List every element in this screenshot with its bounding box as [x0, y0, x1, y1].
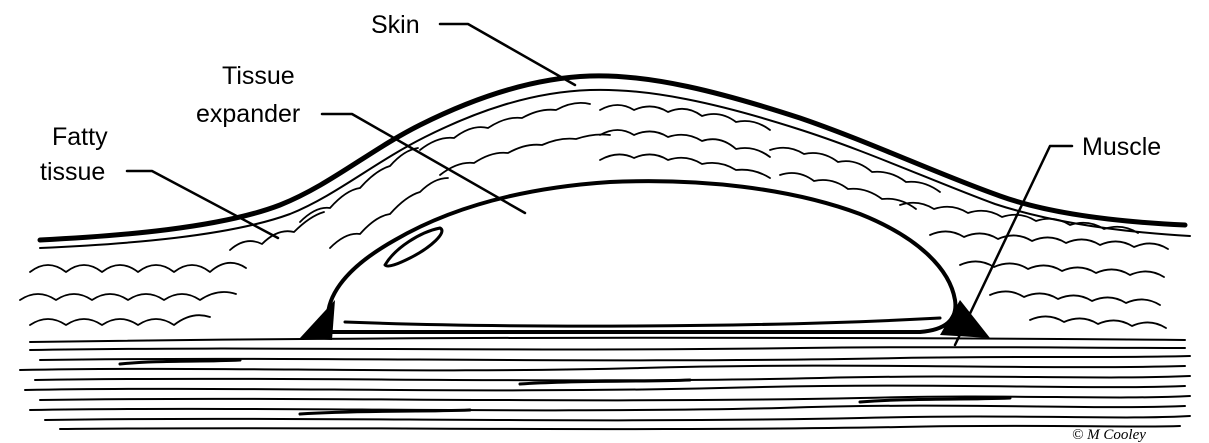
tissue-expander-highlight: [385, 228, 442, 266]
label-muscle: Muscle: [1082, 133, 1161, 161]
label-fatty-tissue-line1: Fatty: [52, 123, 108, 151]
label-fatty-tissue-line2: tissue: [40, 158, 105, 186]
label-skin: Skin: [371, 11, 420, 39]
fatty-tissue-leader-line: [127, 171, 278, 238]
muscle-leader-line: [955, 146, 1072, 345]
expander-base-shadow-left: [300, 300, 335, 340]
expander-base-shadow-right: [940, 300, 990, 338]
tissue-expander-outline: [328, 181, 956, 332]
label-tissue-expander-line1: Tissue: [222, 62, 295, 90]
fatty-tissue-texture: [20, 103, 1168, 328]
copyright-credit: © M Cooley: [1072, 427, 1146, 443]
skin-leader-line: [440, 24, 575, 85]
muscle-fibers: [20, 338, 1190, 429]
tissue-expander-base: [345, 318, 940, 326]
label-tissue-expander-line2: expander: [196, 100, 300, 128]
